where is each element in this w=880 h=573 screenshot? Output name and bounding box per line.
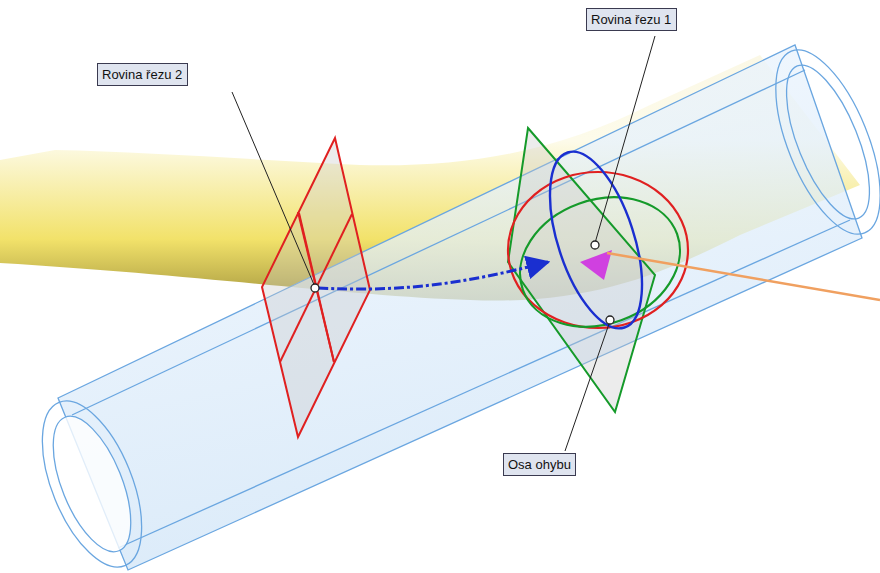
cut-plane-2	[262, 138, 370, 437]
callout-label: Rovina řezu 2	[97, 63, 188, 86]
callout-text: Rovina řezu 1	[591, 11, 672, 28]
callout-label: Rovina řezu 1	[586, 8, 677, 31]
leader-lines	[232, 36, 655, 451]
original-tube	[58, 45, 862, 570]
callout-label: Osa ohybu	[503, 453, 576, 476]
tube-edges	[22, 36, 880, 573]
callout-text: Rovina řezu 2	[102, 66, 183, 83]
handle-points	[311, 241, 614, 324]
flex-arc	[318, 262, 548, 289]
callout-text: Osa ohybu	[508, 456, 571, 473]
cut-plane-1	[502, 128, 699, 412]
pointer-line	[607, 253, 880, 300]
